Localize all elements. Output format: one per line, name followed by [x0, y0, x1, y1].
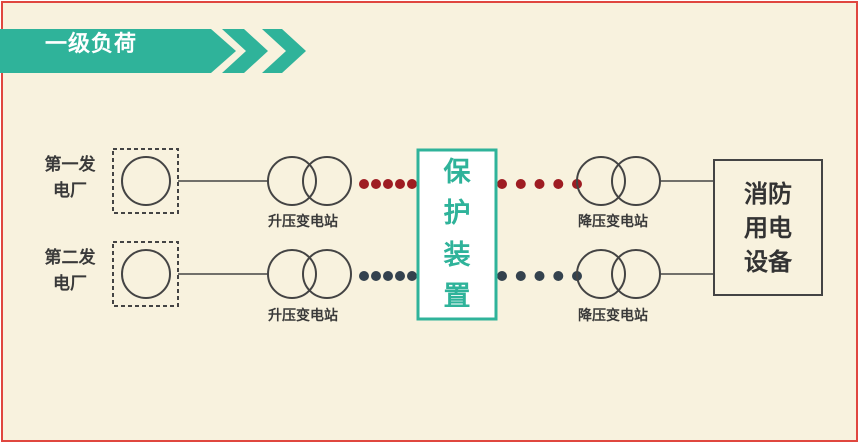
fire-equipment-label: 消防 用电 设备: [714, 160, 822, 295]
fire-equipment-box: [713, 159, 823, 296]
line-dot: [371, 271, 381, 281]
line-dot: [359, 179, 369, 189]
fire-equipment-line: 消防: [744, 179, 792, 208]
line-dot: [371, 179, 381, 189]
line-dot: [383, 271, 393, 281]
stepup-2-label: 升压变电站: [268, 308, 338, 324]
line-dot: [534, 179, 545, 189]
plant-1-box: [112, 148, 179, 214]
line-dot: [553, 271, 564, 281]
line-dot: [497, 179, 507, 189]
stepup-1-label: 升压变电站: [268, 214, 338, 230]
line-dot: [553, 179, 564, 189]
transmission-line-bottom: [359, 271, 582, 281]
plant-2-generator-icon: [121, 249, 171, 299]
line-dot: [407, 179, 417, 189]
protection-char: 装: [443, 239, 471, 271]
protection-char: 置: [443, 280, 471, 312]
plant-2-label-line2: 电厂: [53, 274, 87, 294]
stepdown-1-transformer-icon-a: [576, 156, 626, 206]
line-dot: [359, 271, 369, 281]
header-banner: [0, 29, 236, 73]
protection-char: 护: [443, 198, 471, 230]
plant-1-label-line1: 第一发: [44, 155, 96, 175]
line-dot: [395, 271, 405, 281]
transmission-line-top: [359, 179, 582, 189]
plant-2-label: 第二发 电厂: [35, 245, 105, 297]
banner-chevron-2: [262, 29, 306, 73]
page-title: 一级负荷: [45, 32, 138, 57]
stepdown-2-label: 降压变电站: [578, 308, 648, 324]
stepdown-2-transformer-icon-b: [611, 249, 661, 299]
plant-1-label: 第一发 电厂: [35, 152, 105, 204]
stepdown-1-transformer-icon-b: [611, 156, 661, 206]
stepup-1-transformer-icon-b: [302, 156, 352, 206]
protection-char: 保: [443, 157, 471, 189]
line-dot: [407, 271, 417, 281]
line-dot: [515, 179, 526, 189]
plant-1-label-line2: 电厂: [53, 181, 87, 201]
stepup-1-transformer-icon-a: [267, 156, 317, 206]
plant-1-generator-icon: [121, 156, 171, 206]
plant-2-box: [112, 241, 179, 307]
fire-equipment-line: 用电: [744, 213, 792, 242]
line-dot: [534, 271, 545, 281]
stepup-2-transformer-icon-a: [267, 249, 317, 299]
protection-device-box: [416, 148, 498, 321]
line-dot: [383, 179, 393, 189]
line-dot: [515, 271, 526, 281]
stepdown-2-transformer-icon-a: [576, 249, 626, 299]
plant-2-label-line1: 第二发: [44, 248, 96, 268]
stepup-2-transformer-icon-b: [302, 249, 352, 299]
stepdown-1-label: 降压变电站: [578, 214, 648, 230]
line-dot: [497, 271, 507, 281]
line-dot: [395, 179, 405, 189]
banner-chevron-1: [222, 29, 268, 73]
fire-equipment-line: 设备: [744, 247, 792, 276]
protection-device-label: 保 护 装 置: [418, 152, 496, 317]
